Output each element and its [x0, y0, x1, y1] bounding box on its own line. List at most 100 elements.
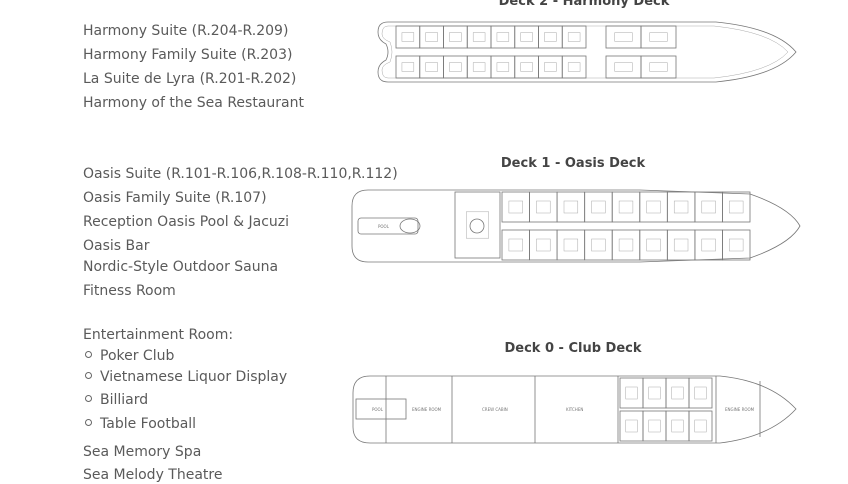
- cabin-room: [605, 25, 642, 49]
- bed-icon: [648, 386, 661, 400]
- bed-icon: [496, 32, 510, 42]
- cabin-room: [665, 410, 690, 442]
- cabin-room: [490, 55, 516, 79]
- bed-icon: [567, 62, 581, 72]
- bed-icon: [472, 62, 486, 72]
- bed-icon: [563, 200, 579, 214]
- bed-icon: [614, 62, 633, 72]
- deck0-item-spa: Sea Memory Spa: [83, 444, 202, 460]
- bed-icon: [646, 238, 661, 252]
- engine-room-label-2: ENGINE ROOM: [725, 407, 755, 412]
- pool-label: POOL: [378, 224, 390, 229]
- cabin-room: [611, 191, 641, 223]
- deck1-item-fitness: Fitness Room: [83, 283, 176, 299]
- cabin-room: [443, 25, 468, 49]
- deck0-entertainment-label: Entertainment Room:: [83, 327, 234, 343]
- cabin-room: [639, 191, 668, 223]
- sub-item-label: Table Football: [100, 416, 197, 432]
- cabin-room: [561, 25, 587, 49]
- bed-icon: [625, 386, 638, 400]
- deck1-title: Deck 1 - Oasis Deck: [500, 156, 646, 171]
- cabin-room: [514, 25, 539, 49]
- bed-icon: [520, 62, 533, 72]
- cabin-room: [688, 410, 713, 442]
- bed-icon: [520, 32, 533, 42]
- kitchen-label: KITCHEN: [566, 407, 583, 412]
- bed-icon: [449, 32, 462, 42]
- deck0-sub-item: Billiard: [85, 391, 148, 409]
- cabin-room: [419, 55, 444, 79]
- bed-icon: [449, 62, 462, 72]
- bed-icon: [496, 62, 510, 72]
- deck1-item-oasis-family-suite: Oasis Family Suite (R.107): [83, 190, 267, 206]
- cabin-room: [694, 191, 723, 223]
- bed-icon: [729, 200, 744, 214]
- engine-room-label: ENGINE ROOM: [412, 407, 442, 412]
- bed-icon: [466, 211, 489, 239]
- cabin-room: [454, 191, 501, 259]
- bed-icon: [694, 419, 707, 433]
- cabin-room: [395, 25, 421, 49]
- cabin-room: [395, 55, 421, 79]
- cabin-room: [584, 229, 613, 261]
- bed-icon: [508, 200, 523, 214]
- bed-icon: [425, 62, 438, 72]
- cabin-room: [640, 25, 677, 49]
- bed-icon: [649, 62, 668, 72]
- bed-icon: [425, 32, 438, 42]
- cabin-room: [666, 191, 696, 223]
- cabin-room: [466, 55, 492, 79]
- bed-icon: [648, 419, 661, 433]
- deck0-sub-item: Poker Club: [85, 347, 174, 365]
- bed-icon: [618, 238, 634, 252]
- bed-icon: [673, 238, 689, 252]
- deck2-title: Deck 2 - Harmony Deck: [498, 0, 670, 9]
- cabin-room: [694, 229, 723, 261]
- bed-icon: [673, 200, 689, 214]
- cabin-room: [490, 25, 516, 49]
- bullet-icon: [85, 371, 92, 379]
- deck0-title: Deck 0 - Club Deck: [504, 341, 642, 356]
- bed-icon: [508, 238, 523, 252]
- cabin-room: [722, 229, 751, 261]
- bed-icon: [729, 238, 744, 252]
- cabin-room: [466, 25, 492, 49]
- bed-icon: [671, 419, 684, 433]
- deck2-item-restaurant: Harmony of the Sea Restaurant: [83, 95, 304, 111]
- bed-icon: [614, 32, 633, 42]
- cabin-room: [666, 229, 696, 261]
- cabin-room: [642, 377, 667, 409]
- bullet-icon: [85, 350, 92, 358]
- deck0-sub-item: Vietnamese Liquor Display: [85, 368, 287, 386]
- bed-icon: [401, 62, 415, 72]
- deck1-item-sauna: Nordic-Style Outdoor Sauna: [83, 259, 279, 275]
- cabin-room: [619, 410, 644, 442]
- bed-icon: [671, 386, 684, 400]
- bed-icon: [646, 200, 661, 214]
- deck2-item-la-suite-de-lyra: La Suite de Lyra (R.201-R.202): [83, 71, 297, 87]
- cabin-room: [584, 191, 613, 223]
- bullet-icon: [85, 418, 92, 426]
- cabin-room: [640, 55, 677, 79]
- cabin-room: [605, 55, 642, 79]
- pool-label: POOL: [372, 407, 384, 412]
- sub-item-label: Vietnamese Liquor Display: [100, 369, 288, 385]
- bed-icon: [544, 62, 557, 72]
- bed-icon: [649, 32, 668, 42]
- cabin-room: [419, 25, 444, 49]
- cabin-room: [556, 191, 586, 223]
- cabin-room: [443, 55, 468, 79]
- deck0-item-theatre: Sea Melody Theatre: [83, 467, 223, 483]
- bed-icon: [701, 200, 716, 214]
- bullet-icon: [85, 394, 92, 402]
- bed-icon: [567, 32, 581, 42]
- cabin-room: [639, 229, 668, 261]
- bed-icon: [563, 238, 579, 252]
- cabin-room: [529, 191, 558, 223]
- cabin-room: [688, 377, 713, 409]
- sub-item-label: Poker Club: [100, 348, 175, 364]
- bed-icon: [618, 200, 634, 214]
- deck2-floor-plan: [377, 21, 797, 83]
- cabin-room: [611, 229, 641, 261]
- bed-icon: [625, 419, 638, 433]
